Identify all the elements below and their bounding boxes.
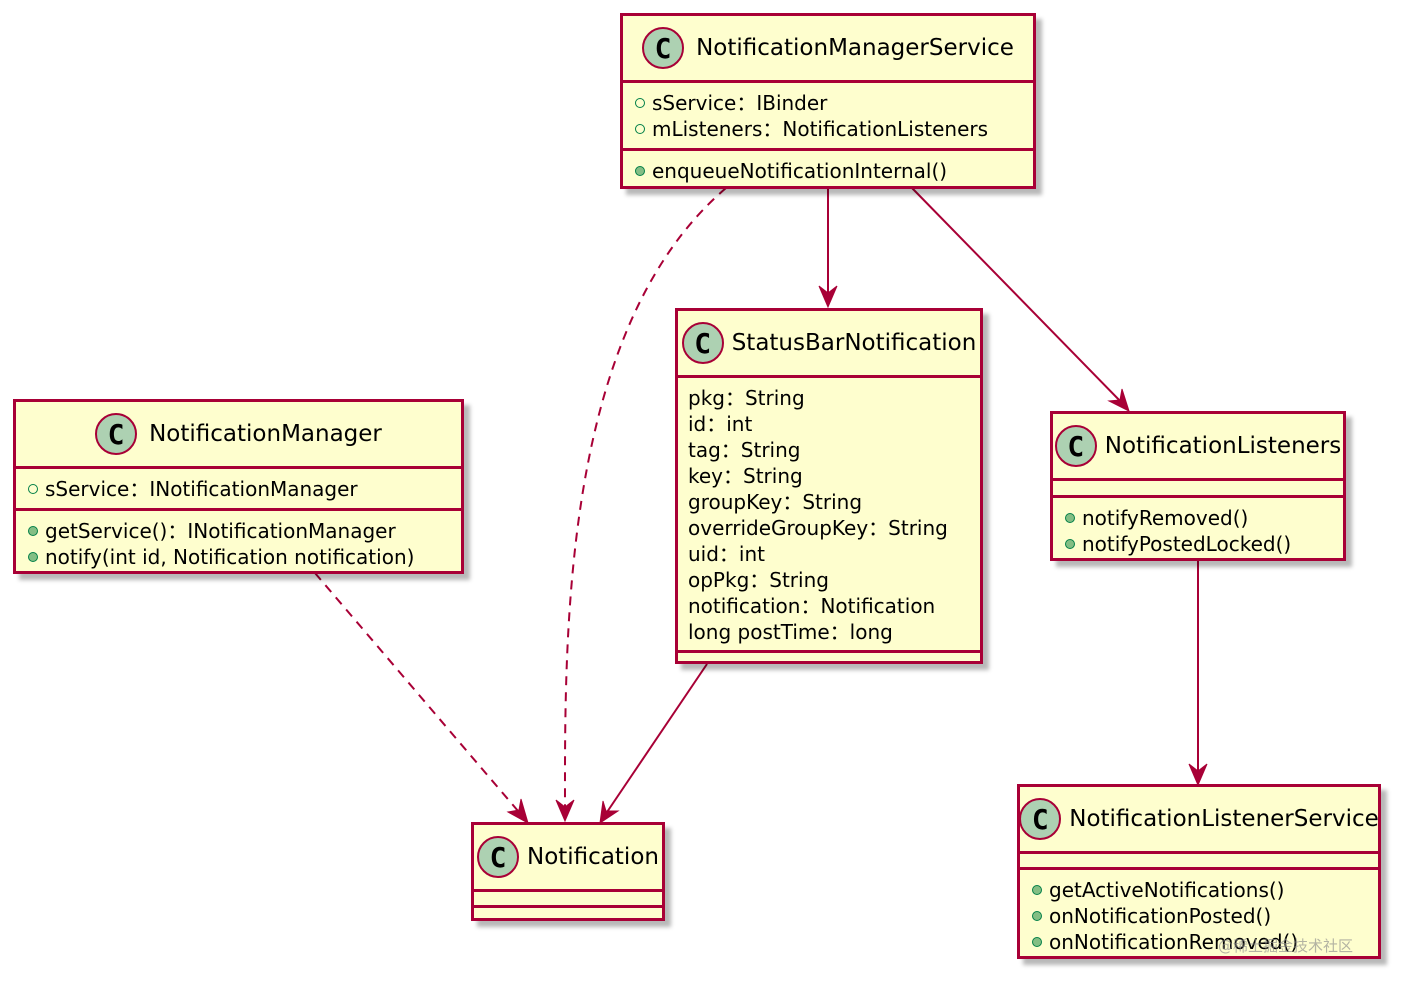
field: tag：String [688, 438, 801, 462]
arrowhead-notification-from-manager [506, 798, 529, 825]
class-icon: C [1054, 425, 1097, 467]
class-name: StatusBarNotification [731, 330, 977, 356]
field: notification：Notification [688, 594, 936, 618]
field: id：int [688, 412, 753, 436]
class-status-bar-notification: C StatusBarNotification pkg：String id：in… [675, 308, 983, 664]
method: getService()：INotificationManager [28, 518, 451, 544]
field: pkg：String [688, 386, 805, 410]
arrowhead-sbn [818, 285, 838, 309]
field: overrideGroupKey：String [688, 516, 948, 540]
fields-section [474, 889, 662, 905]
method: getActiveNotifications() [1032, 877, 1368, 903]
public-method-icon [28, 552, 38, 562]
method: notifyPostedLocked() [1065, 531, 1333, 557]
public-field-icon [28, 484, 38, 494]
fields-section [1020, 851, 1378, 867]
arrowhead-listenerservice [1188, 763, 1208, 787]
class-header: C NotificationListeners [1053, 414, 1343, 478]
methods-section: enqueueNotificationInternal() [623, 148, 1033, 191]
class-name: NotificationListenerService [1069, 806, 1379, 832]
public-method-icon [1065, 513, 1075, 523]
fields-section [1053, 478, 1343, 495]
field: uid：int [688, 542, 766, 566]
relation-manager-to-notification [314, 572, 525, 819]
arrowhead-listeners [1107, 388, 1130, 412]
methods-section: getService()：INotificationManager notify… [16, 508, 461, 577]
class-header: C StatusBarNotification [678, 311, 980, 375]
public-method-icon [1032, 911, 1042, 921]
class-name: NotificationListeners [1104, 433, 1342, 459]
class-name: Notification [527, 844, 659, 870]
field: key：String [688, 464, 803, 488]
class-header: C NotificationManagerService [623, 16, 1033, 80]
public-field-icon [635, 124, 645, 134]
relation-nms-to-notification [563, 187, 727, 817]
public-method-icon [1065, 539, 1075, 549]
relation-nms-to-listeners [911, 187, 1126, 407]
fields-section: sService：INotificationManager [16, 466, 461, 508]
public-field-icon [635, 98, 645, 108]
class-name: NotificationManager [149, 421, 382, 447]
public-method-icon [1032, 885, 1042, 895]
arrowhead-notification-from-sbn [599, 800, 620, 825]
method: onNotificationRemoved() [1032, 929, 1368, 955]
field: sService：IBinder [635, 90, 1023, 116]
class-icon: C [642, 27, 685, 69]
class-header: C Notification [474, 825, 662, 889]
fields-section: sService：IBinder mListeners：Notification… [623, 80, 1033, 148]
methods-section: notifyRemoved() notifyPostedLocked() [1053, 495, 1343, 564]
class-icon: C [1019, 798, 1062, 840]
field: sService：INotificationManager [28, 476, 451, 502]
method: onNotificationPosted() [1032, 903, 1368, 929]
method: notify(int id, Notification notification… [28, 544, 451, 570]
method: notifyRemoved() [1065, 505, 1333, 531]
class-notification-listener-service: C NotificationListenerService getActiveN… [1017, 784, 1381, 959]
methods-section [678, 650, 980, 653]
arrowhead-notification-from-nms [555, 799, 575, 823]
fields-section: pkg：String id：int tag：String key：String … [678, 375, 980, 650]
class-notification: C Notification [471, 822, 665, 921]
field: groupKey：String [688, 490, 863, 514]
class-icon: C [681, 322, 724, 364]
relation-sbn-to-notification [602, 663, 708, 819]
public-method-icon [28, 526, 38, 536]
methods-section: getActiveNotifications() onNotificationP… [1020, 867, 1378, 962]
class-notification-listeners: C NotificationListeners notifyRemoved() … [1050, 411, 1346, 561]
class-notification-manager-service: C NotificationManagerService sService：IB… [620, 13, 1036, 189]
class-name: NotificationManagerService [696, 35, 1014, 61]
method: enqueueNotificationInternal() [635, 158, 1023, 184]
class-header: C NotificationManager [16, 402, 461, 466]
field: opPkg：String [688, 568, 829, 592]
class-icon: C [95, 413, 138, 455]
public-method-icon [635, 166, 645, 176]
class-notification-manager: C NotificationManager sService：INotifica… [13, 399, 464, 574]
public-method-icon [1032, 937, 1042, 947]
watermark: @稀土掘金技术社区 [1218, 937, 1354, 955]
class-header: C NotificationListenerService [1019, 787, 1379, 851]
field: mListeners：NotificationListeners [635, 116, 1023, 142]
methods-section [474, 905, 662, 908]
field: long postTime：long [688, 620, 893, 644]
class-icon: C [477, 836, 519, 878]
